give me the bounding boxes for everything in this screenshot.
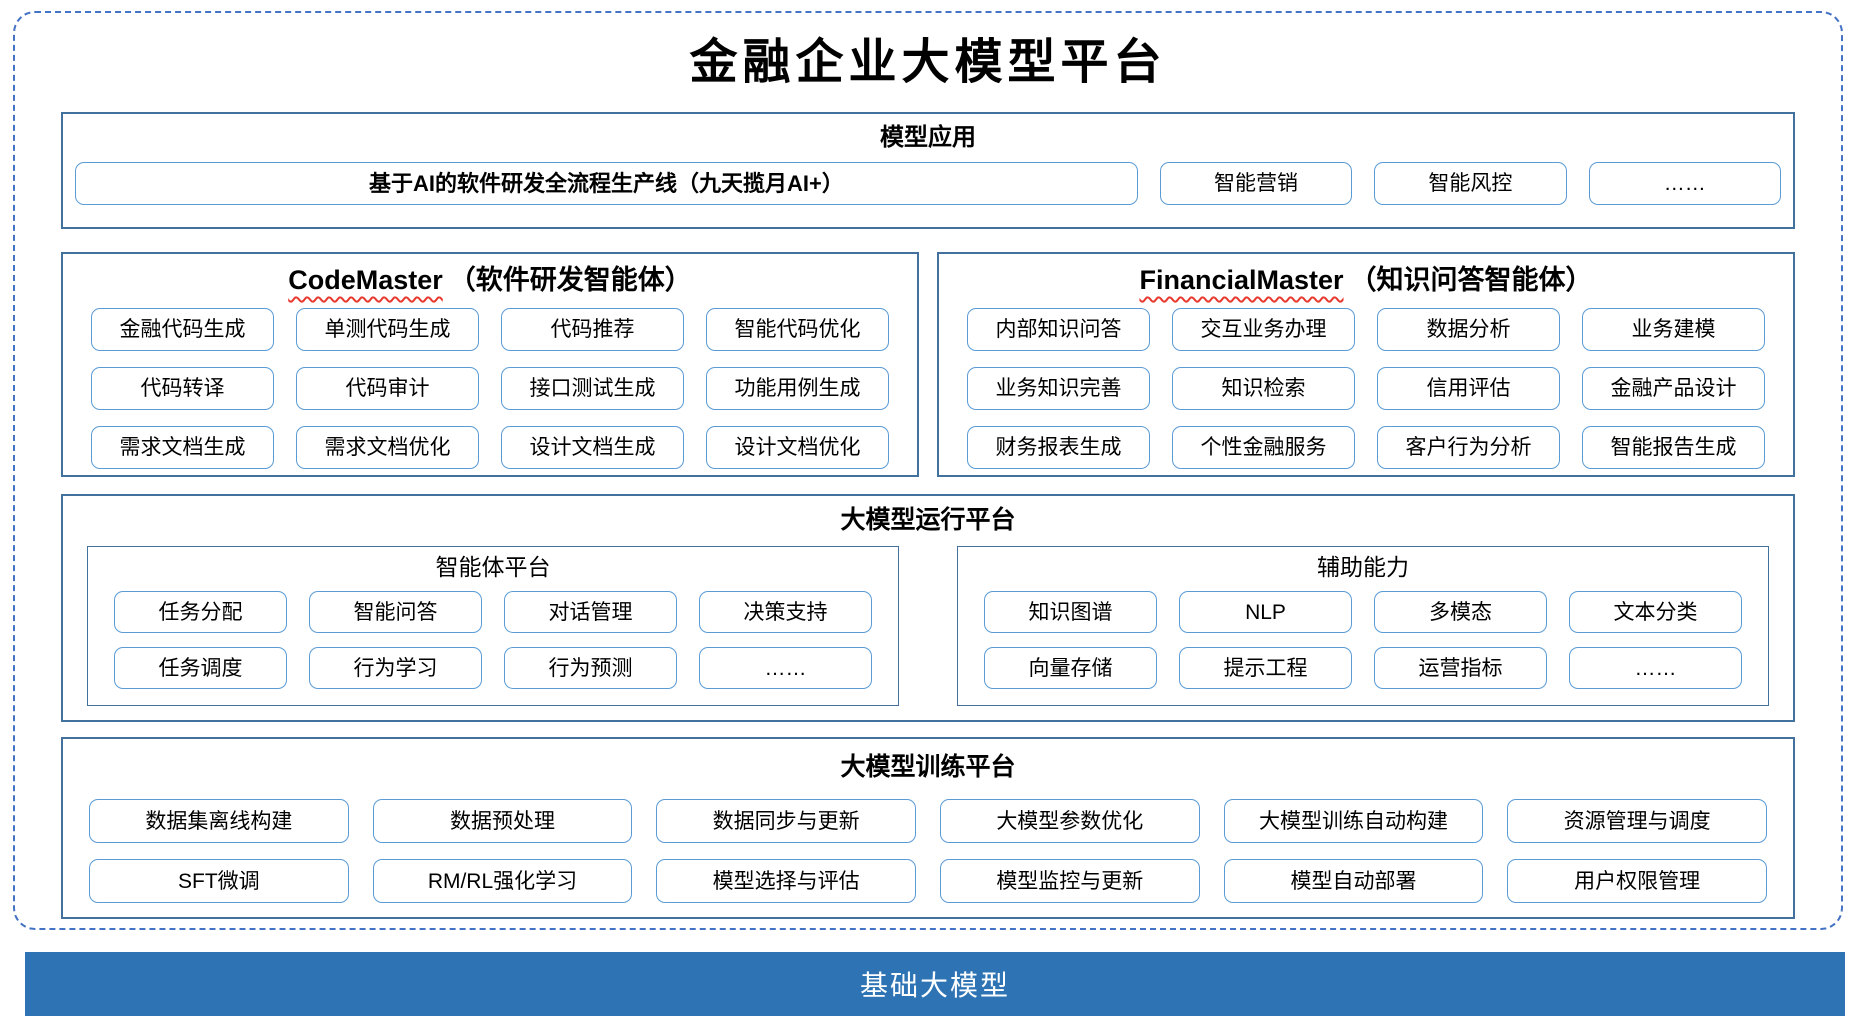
capability-item: 大模型参数优化 xyxy=(939,799,1200,844)
base-model-label: 基础大模型 xyxy=(859,970,1010,1001)
capability-item: 智能报告生成 xyxy=(1582,426,1765,470)
agents-row: CodeMaster（软件研发智能体） 金融代码生成 单测代码生成 代码推荐 智… xyxy=(61,252,1795,478)
app-item-ellipsis: …… xyxy=(1588,162,1781,206)
capability-item: 运营指标 xyxy=(1374,647,1547,690)
capability-item: 模型选择与评估 xyxy=(656,859,916,904)
capability-item: 知识检索 xyxy=(1172,367,1355,411)
capability-item: RM/RL强化学习 xyxy=(372,859,633,904)
model-apps-heading: 模型应用 xyxy=(880,124,976,152)
capability-item: 行为预测 xyxy=(504,647,677,690)
capability-item: 功能用例生成 xyxy=(706,367,889,411)
capability-item: 决策支持 xyxy=(699,591,872,634)
subsection-aux-ability: 辅助能力 知识图谱 NLP 多模态 文本分类 向量存储 提示工程 运营指标 …… xyxy=(957,546,1769,707)
capability-item: 提示工程 xyxy=(1179,647,1352,690)
codemaster-title-en: CodeMaster xyxy=(288,265,443,296)
capability-item: 行为学习 xyxy=(309,647,482,690)
agent-platform-heading: 智能体平台 xyxy=(435,554,551,581)
financialmaster-title-zh: （知识问答智能体） xyxy=(1349,265,1593,296)
capability-item: 数据同步与更新 xyxy=(656,799,916,844)
app-item: 智能风控 xyxy=(1374,162,1567,206)
capability-item: SFT微调 xyxy=(89,859,349,904)
capability-item: 个性金融服务 xyxy=(1172,426,1355,470)
capability-item: 需求文档生成 xyxy=(91,426,274,470)
subsection-agent-platform: 智能体平台 任务分配 智能问答 对话管理 决策支持 任务调度 行为学习 行为预测… xyxy=(87,546,899,707)
financialmaster-grid: 内部知识问答 交互业务办理 数据分析 业务建模 业务知识完善 知识检索 信用评估… xyxy=(967,308,1765,470)
section-codemaster: CodeMaster（软件研发智能体） 金融代码生成 单测代码生成 代码推荐 智… xyxy=(61,252,919,478)
capability-item: 向量存储 xyxy=(984,647,1157,690)
section-model-apps: 模型应用 基于AI的软件研发全流程生产线（九天揽月AI+） 智能营销 智能风控 … xyxy=(61,112,1795,230)
capability-item: 设计文档生成 xyxy=(501,426,684,470)
capability-item: 代码审计 xyxy=(296,367,479,411)
capability-item: 模型自动部署 xyxy=(1223,859,1484,904)
aux-ability-grid: 知识图谱 NLP 多模态 文本分类 向量存储 提示工程 运营指标 …… xyxy=(976,591,1750,690)
capability-item: 设计文档优化 xyxy=(706,426,889,470)
codemaster-title: CodeMaster（软件研发智能体） xyxy=(91,262,889,298)
run-platform-row: 智能体平台 任务分配 智能问答 对话管理 决策支持 任务调度 行为学习 行为预测… xyxy=(87,546,1769,707)
capability-item: 需求文档优化 xyxy=(296,426,479,470)
codemaster-grid: 金融代码生成 单测代码生成 代码推荐 智能代码优化 代码转译 代码审计 接口测试… xyxy=(91,308,889,470)
capability-item: 多模态 xyxy=(1374,591,1547,634)
codemaster-title-zh: （软件研发智能体） xyxy=(448,265,692,296)
capability-item: 对话管理 xyxy=(504,591,677,634)
section-train-platform: 大模型训练平台 数据集离线构建 数据预处理 数据同步与更新 大模型参数优化 大模… xyxy=(61,737,1795,920)
capability-item: 客户行为分析 xyxy=(1377,426,1560,470)
financialmaster-title: FinancialMaster（知识问答智能体） xyxy=(967,262,1765,298)
capability-item: 代码推荐 xyxy=(501,308,684,352)
capability-item: 内部知识问答 xyxy=(967,308,1150,352)
capability-item: 知识图谱 xyxy=(984,591,1157,634)
train-platform-heading: 大模型训练平台 xyxy=(840,753,1016,782)
capability-item: 用户权限管理 xyxy=(1507,859,1767,904)
capability-item: 智能代码优化 xyxy=(706,308,889,352)
capability-item: 接口测试生成 xyxy=(501,367,684,411)
financialmaster-title-en: FinancialMaster xyxy=(1139,265,1344,296)
capability-item: 金融产品设计 xyxy=(1582,367,1765,411)
agent-platform-grid: 任务分配 智能问答 对话管理 决策支持 任务调度 行为学习 行为预测 …… xyxy=(106,591,880,690)
section-financialmaster: FinancialMaster（知识问答智能体） 内部知识问答 交互业务办理 数… xyxy=(937,252,1795,478)
capability-item: 任务调度 xyxy=(114,647,287,690)
capability-item: NLP xyxy=(1179,591,1352,634)
capability-item: 文本分类 xyxy=(1569,591,1742,634)
capability-item: 大模型训练自动构建 xyxy=(1223,799,1484,844)
capability-item: 数据分析 xyxy=(1377,308,1560,352)
base-model-bar: 基础大模型 xyxy=(25,952,1845,1016)
capability-item: 模型监控与更新 xyxy=(939,859,1200,904)
platform-dashed-frame: 金融企业大模型平台 模型应用 基于AI的软件研发全流程生产线（九天揽月AI+） … xyxy=(13,11,1843,930)
run-platform-heading: 大模型运行平台 xyxy=(840,506,1016,535)
capability-item: 财务报表生成 xyxy=(967,426,1150,470)
capability-item: 单测代码生成 xyxy=(296,308,479,352)
capability-item: 业务建模 xyxy=(1582,308,1765,352)
model-apps-row: 基于AI的软件研发全流程生产线（九天揽月AI+） 智能营销 智能风控 …… xyxy=(75,162,1781,208)
capability-item: 业务知识完善 xyxy=(967,367,1150,411)
capability-item: 数据预处理 xyxy=(372,799,633,844)
aux-ability-heading: 辅助能力 xyxy=(1317,554,1409,581)
capability-item: 交互业务办理 xyxy=(1172,308,1355,352)
ai-pipeline-box: 基于AI的软件研发全流程生产线（九天揽月AI+） xyxy=(75,162,1138,206)
page-title: 金融企业大模型平台 xyxy=(689,34,1167,90)
capability-item: 智能问答 xyxy=(309,591,482,634)
section-run-platform: 大模型运行平台 智能体平台 任务分配 智能问答 对话管理 决策支持 任务调度 行… xyxy=(61,494,1795,723)
capability-item-ellipsis: …… xyxy=(699,647,872,690)
train-platform-grid: 数据集离线构建 数据预处理 数据同步与更新 大模型参数优化 大模型训练自动构建 … xyxy=(89,799,1767,904)
capability-item: 数据集离线构建 xyxy=(89,799,349,844)
capability-item: 金融代码生成 xyxy=(91,308,274,352)
capability-item: 信用评估 xyxy=(1377,367,1560,411)
app-item: 智能营销 xyxy=(1159,162,1353,206)
capability-item: 代码转译 xyxy=(91,367,274,411)
capability-item: 资源管理与调度 xyxy=(1507,799,1767,844)
capability-item: 任务分配 xyxy=(114,591,287,634)
capability-item-ellipsis: …… xyxy=(1569,647,1742,690)
